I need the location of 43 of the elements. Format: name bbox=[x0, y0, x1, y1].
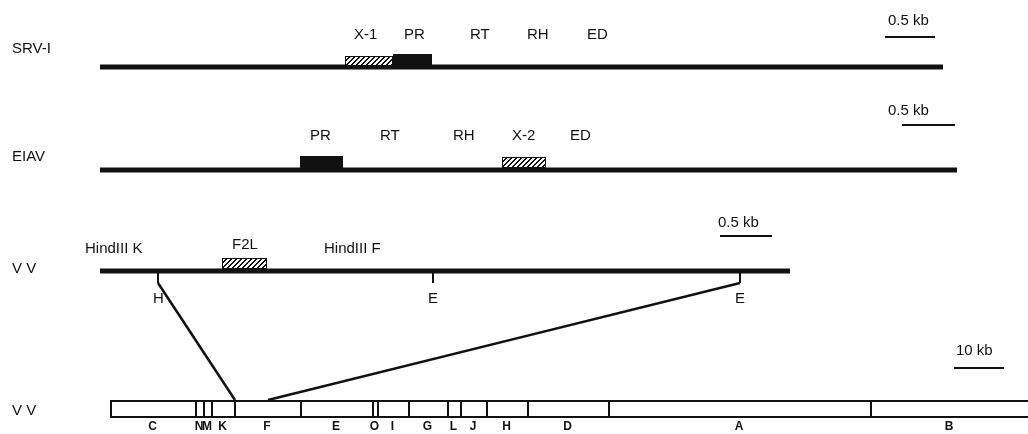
gene-label: X-1 bbox=[354, 26, 378, 42]
gene-label: RH bbox=[453, 127, 475, 143]
region-label: HindIII K bbox=[85, 240, 143, 256]
region-label: HindIII F bbox=[324, 240, 381, 256]
gene-label: ED bbox=[570, 127, 591, 143]
fragment-label: B bbox=[943, 420, 955, 433]
fragment-label: F bbox=[262, 420, 272, 433]
fragment-label: C bbox=[147, 420, 158, 433]
gene-label: F2L bbox=[232, 236, 258, 252]
gene-label: ED bbox=[587, 26, 608, 42]
track-label: EIAV bbox=[12, 148, 46, 164]
gene-label: PR bbox=[310, 127, 331, 143]
scale-bar-label: 10 kb bbox=[956, 342, 993, 358]
gene-label: RT bbox=[380, 127, 400, 143]
site-label: E bbox=[428, 290, 438, 306]
restriction-site-tick bbox=[157, 272, 159, 284]
track-label: V V bbox=[12, 260, 37, 276]
fragment-label: H bbox=[501, 420, 512, 433]
track-label: SRV-I bbox=[12, 40, 51, 56]
fragment-label: K bbox=[217, 420, 228, 433]
gene-label: X-2 bbox=[512, 127, 536, 143]
fragment-label: L bbox=[448, 420, 459, 433]
fragment-label: J bbox=[468, 420, 478, 433]
fragment-label: N bbox=[193, 420, 204, 433]
gene-label: RT bbox=[470, 26, 490, 42]
fragment-label: D bbox=[562, 420, 573, 433]
site-label: H bbox=[153, 290, 164, 306]
fragment-label: E bbox=[331, 420, 341, 433]
scale-bar-label: 0.5 kb bbox=[718, 214, 759, 230]
site-label: E bbox=[735, 290, 745, 306]
track-label: V V bbox=[12, 402, 37, 418]
connecting-line bbox=[156, 282, 237, 401]
gene-label: RH bbox=[527, 26, 549, 42]
fragment-label: I bbox=[389, 420, 396, 433]
fragment-label: O bbox=[368, 420, 381, 433]
fragment-label: M bbox=[202, 420, 213, 433]
scale-bar-label: 0.5 kb bbox=[888, 12, 929, 28]
gene-label: PR bbox=[404, 26, 425, 42]
scale-bar-label: 0.5 kb bbox=[888, 102, 929, 118]
restriction-site-tick bbox=[739, 272, 741, 284]
connecting-line bbox=[267, 281, 741, 402]
fragment-label: A bbox=[733, 420, 745, 433]
fragment-label: G bbox=[421, 420, 434, 433]
